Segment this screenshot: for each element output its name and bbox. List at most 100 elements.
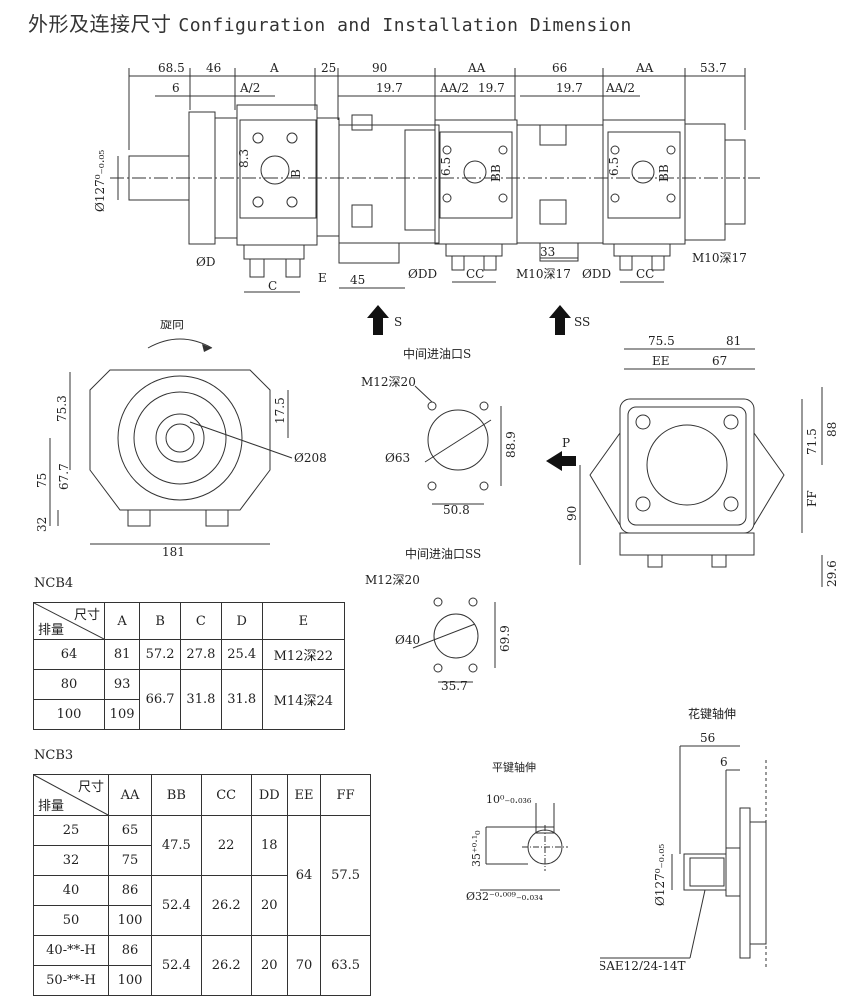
table-row: 40-**-H 86 52.4 26.2 20 70 63.5 — [33, 935, 371, 996]
ncb4-corner-top: 尺寸 — [73, 608, 100, 623]
dim-29-6: 29.6 — [825, 560, 839, 587]
main-side-view: 68.5 46 A 25 90 AA 66 AA 53.7 6 A/2 19.7… — [93, 61, 760, 335]
flat-key-title: 平键轴伸 — [492, 760, 536, 774]
spline-6: 6 — [720, 755, 728, 769]
dim-33: 33 — [540, 245, 555, 259]
dim-88: 88 — [825, 422, 839, 437]
table-cell: 75 — [108, 845, 152, 876]
label-m10-1: M10深17 — [516, 267, 571, 281]
ncb3-caption: NCB3 — [34, 748, 74, 763]
table-cell: 18 — [250, 815, 288, 876]
dim-71-5: 71.5 — [805, 428, 819, 455]
dim-aa-half-1: AA/2 — [439, 81, 469, 95]
dim-45: 45 — [350, 273, 365, 287]
dim-81: 81 — [726, 334, 741, 348]
table-cell: 52.4 — [150, 935, 202, 996]
table-cell: 25 — [33, 815, 109, 846]
dim-90-end: 90 — [565, 506, 579, 521]
dim-67: 67 — [712, 354, 727, 368]
dim-aa-2: AA — [635, 61, 654, 75]
dim-75-3: 75.3 — [55, 395, 69, 422]
dim-25: 25 — [321, 61, 336, 75]
table-cell: M12深22 — [261, 639, 346, 670]
dim-17-5: 17.5 — [273, 397, 287, 424]
ncb3-head-bb: BB — [150, 774, 202, 816]
flat-key-35: 35⁺⁰·¹₀ — [470, 830, 483, 867]
ncb3-head-aa: AA — [108, 774, 152, 816]
table-cell: 31.8 — [220, 669, 263, 730]
port-ss-35-7: 35.7 — [441, 679, 468, 690]
dim-32: 32 — [35, 517, 49, 532]
spline-shaft-view: 花键轴伸 56 6 Ø127⁰₋₀.₀₅ SAE12/24-14T — [600, 706, 767, 970]
spline-56: 56 — [700, 731, 715, 745]
label-c: C — [268, 279, 277, 293]
ncb4-head-e: E — [261, 602, 346, 640]
dim-ff: FF — [805, 490, 819, 507]
label-cc-1: CC — [466, 267, 484, 281]
table-row: 32 75 — [33, 845, 371, 876]
ncb4-caption: NCB4 — [34, 576, 74, 591]
table-row: 80 93 66.7 31.8 31.8 M14深24 — [33, 669, 346, 730]
title-en: Configuration and Installation Dimension — [178, 15, 632, 36]
front-view: 旋向 75.3 75 67.7 32 181 17.5 Ø208 — [35, 320, 327, 559]
label-od: ØD — [196, 255, 215, 269]
port-s-50-8: 50.8 — [443, 503, 470, 517]
table-cell: 50 — [33, 905, 109, 936]
ncb4-head-d: D — [220, 602, 263, 640]
table-row: 64 81 57.2 27.8 25.4 M12深22 — [33, 639, 346, 670]
ncb4-table: 尺寸 排量 A B C D E 64 81 57.2 27.8 25.4 M12… — [33, 602, 346, 730]
dim-aa-half-2: AA/2 — [605, 81, 635, 95]
dim-d127: Ø127⁰₋₀.₀₅ — [93, 150, 107, 212]
dim-19-7-3: 19.7 — [556, 81, 583, 95]
table-cell: 86 — [108, 935, 152, 966]
dim-19-7-1: 19.7 — [376, 81, 403, 95]
table-row: 100 109 — [33, 699, 345, 730]
table-row: 25 65 47.5 22 18 64 57.5 — [33, 815, 371, 936]
port-s-88-9: 88.9 — [504, 431, 518, 458]
rotation-label: 旋向 — [160, 320, 184, 331]
table-cell: 66.7 — [139, 669, 181, 730]
port-ss-view: 中间进油口SS M12深20 Ø40 69.9 35.7 — [365, 546, 512, 690]
dim-53-7: 53.7 — [700, 61, 727, 75]
ncb3-head-ee: EE — [286, 774, 322, 816]
spline-sae: SAE12/24-14T — [600, 959, 686, 970]
dim-b: B — [289, 169, 303, 178]
flat-key-shaft-view: 平键轴伸 10⁰₋₀.₀₃₆ 35⁺⁰·¹₀ Ø32⁻⁰·⁰⁰⁹₋₀.₀₃₄ — [466, 760, 568, 903]
dim-bb-2: BB — [657, 164, 671, 182]
table-cell: 40-**-H — [33, 935, 109, 966]
arrow-s-label: S — [394, 315, 402, 329]
table-cell: 26.2 — [200, 875, 252, 936]
table-cell: 100 — [108, 965, 152, 996]
dim-75: 75 — [35, 473, 49, 488]
dim-181: 181 — [162, 545, 185, 559]
table-cell: 27.8 — [180, 639, 222, 670]
table-cell: 20 — [250, 875, 288, 936]
table-cell: 47.5 — [150, 815, 202, 876]
port-ss-thread: M12深20 — [365, 573, 420, 587]
ncb4-corner-bottom: 排量 — [38, 623, 65, 638]
table-cell: 64 — [33, 639, 105, 670]
table-cell: 86 — [108, 875, 152, 906]
spline-d127: Ø127⁰₋₀.₀₅ — [653, 844, 667, 906]
title-cn: 外形及连接尺寸 — [28, 12, 172, 36]
table-cell: 70 — [286, 935, 322, 996]
end-view: P 75.5 81 EE 67 71.5 88 FF 90 29.6 — [546, 334, 839, 587]
table-cell: 20 — [250, 935, 288, 996]
table-cell: 65 — [108, 815, 152, 846]
port-ss-69-9: 69.9 — [498, 625, 512, 652]
port-s-title: 中间进油口S — [403, 346, 471, 361]
table-cell: 57.5 — [320, 815, 371, 936]
dim-d208: Ø208 — [294, 451, 327, 465]
ncb3-corner: 尺寸 排量 — [33, 774, 109, 816]
ncb3-head-dd: DD — [250, 774, 288, 816]
table-cell: 93 — [103, 669, 141, 700]
dim-19-7-2: 19.7 — [478, 81, 505, 95]
table-cell: 109 — [103, 699, 141, 730]
dim-a: A — [269, 61, 279, 75]
table-cell: 100 — [108, 905, 152, 936]
label-m10-2: M10深17 — [692, 251, 747, 265]
table-cell: 80 — [33, 669, 105, 700]
dim-a-half: A/2 — [239, 81, 260, 95]
table-cell: 40 — [33, 875, 109, 906]
